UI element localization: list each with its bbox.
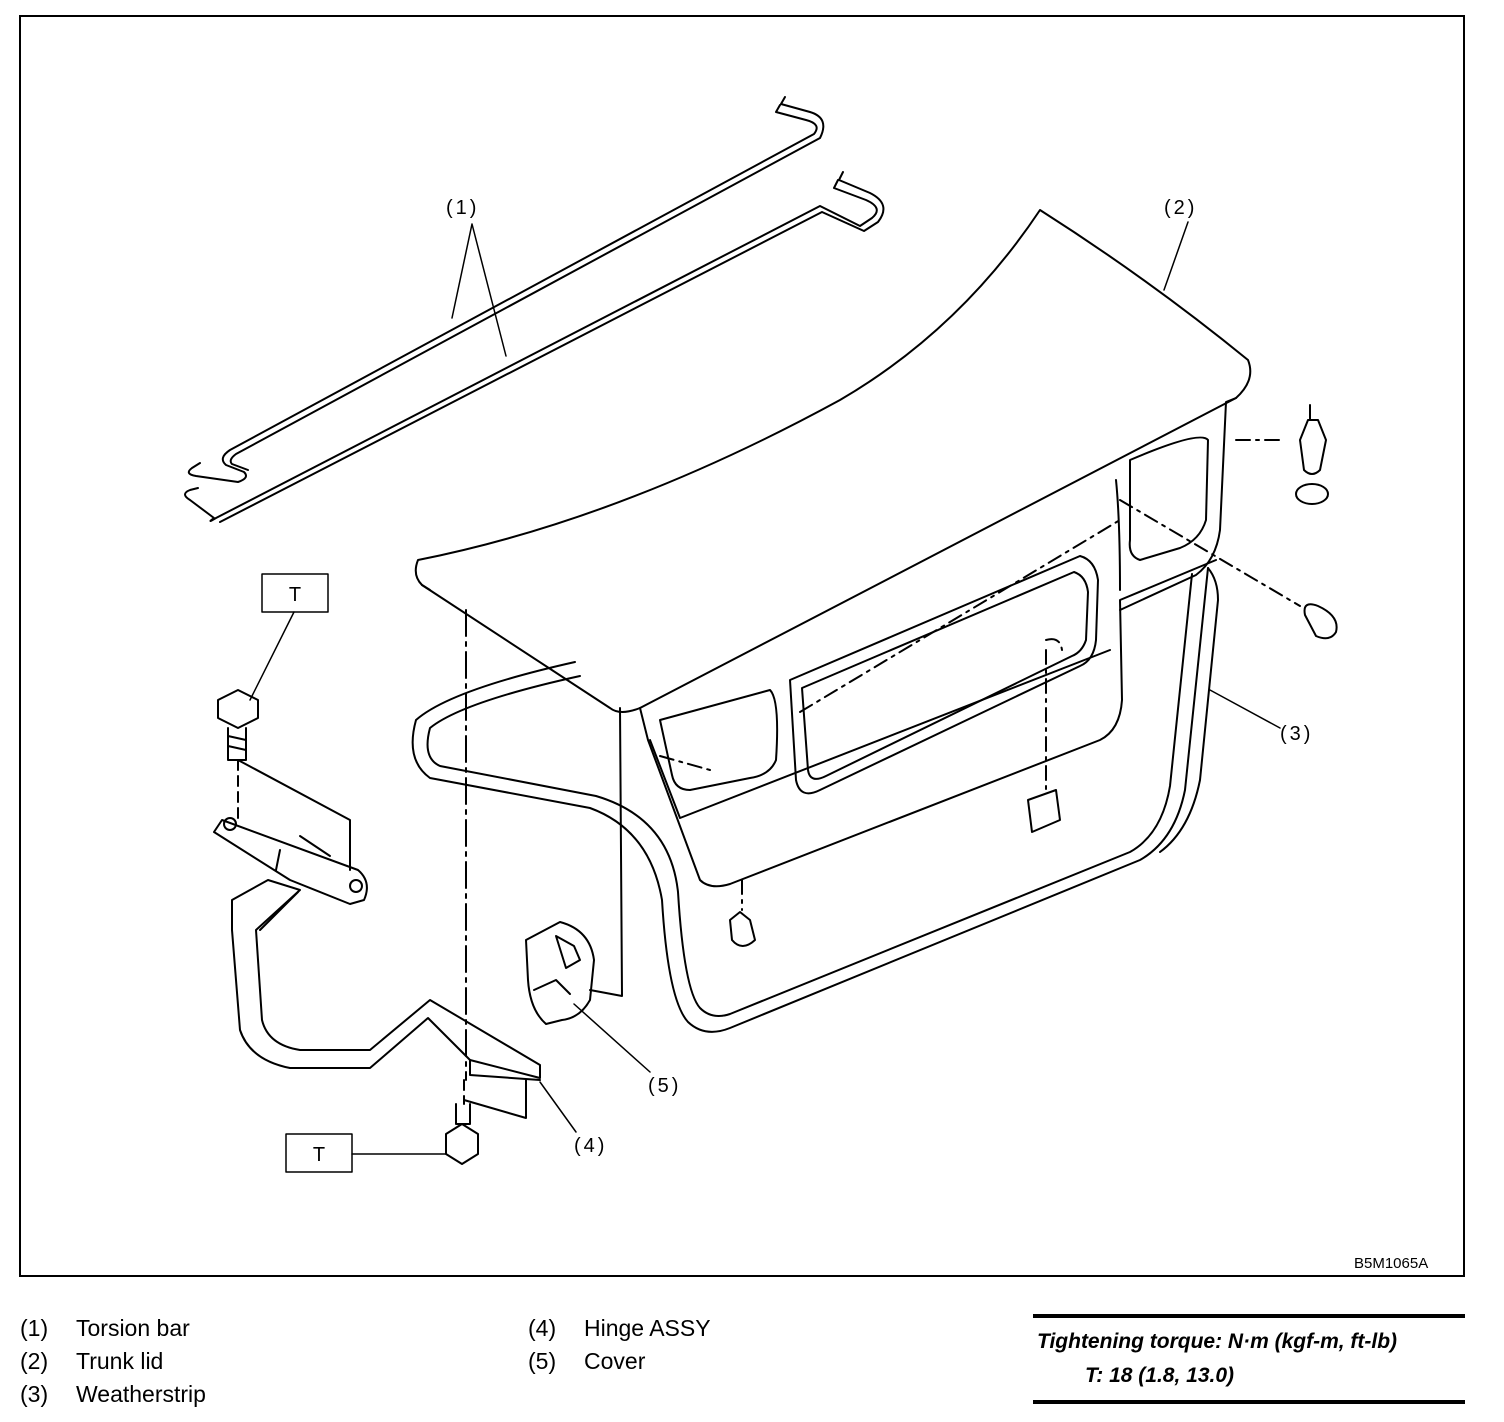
torsion-bar-lower xyxy=(184,171,885,523)
callout-1: (1) xyxy=(446,197,479,219)
lid-bumper-right xyxy=(1235,404,1329,505)
legend-name: Weatherstrip xyxy=(76,1381,206,1407)
legend-number: (2) xyxy=(20,1348,49,1374)
legend-item: (5) Cover xyxy=(528,1345,711,1378)
callout-2: (2) xyxy=(1164,197,1197,219)
legend-name: Hinge ASSY xyxy=(584,1315,711,1341)
legend-number: (4) xyxy=(528,1315,557,1341)
legend-item: (1) Torsion bar xyxy=(20,1312,206,1345)
torsion-bar-upper xyxy=(187,96,825,483)
torque-value: T: 18 (1.8, 13.0) xyxy=(1085,1364,1235,1387)
legend-item: (4) Hinge ASSY xyxy=(528,1312,711,1345)
legend-name: Trunk lid xyxy=(76,1348,164,1374)
callout-3: (3) xyxy=(1280,723,1313,745)
diagram-frame xyxy=(19,15,1465,1277)
figure-code: B5M1065A xyxy=(1354,1255,1428,1272)
grommet xyxy=(1119,499,1338,640)
legend-column-right: (4) Hinge ASSY (5) Cover xyxy=(528,1312,711,1378)
lid-bumper-lower xyxy=(729,879,756,947)
hinge-bolt-lower xyxy=(445,1079,527,1165)
hinge-bolt-upper xyxy=(217,689,351,871)
trunk-lid xyxy=(414,209,1252,888)
torque-marker-lower: T xyxy=(285,1133,353,1173)
weatherstrip xyxy=(411,567,1219,1033)
hinge-assy xyxy=(213,817,541,1081)
torque-heading: Tightening torque: N·m (kgf-m, ft-lb) xyxy=(1037,1330,1398,1353)
leader-lines xyxy=(249,221,1281,1155)
legend-number: (1) xyxy=(20,1315,49,1341)
torque-marker-upper: T xyxy=(261,573,329,613)
torque-marker-upper-label: T xyxy=(289,584,301,606)
legend-column-left: (1) Torsion bar (2) Trunk lid (3) Weathe… xyxy=(20,1312,206,1411)
striker-bracket xyxy=(1027,638,1063,833)
cover xyxy=(525,921,595,1025)
legend-number: (3) xyxy=(20,1381,49,1407)
callout-4: (4) xyxy=(574,1135,607,1157)
torque-marker-lower-label: T xyxy=(313,1144,325,1166)
legend-name: Torsion bar xyxy=(76,1315,190,1341)
callout-5: (5) xyxy=(648,1075,681,1097)
legend-item: (3) Weatherstrip xyxy=(20,1378,206,1411)
legend-number: (5) xyxy=(528,1348,557,1374)
torque-spec-box: Tightening torque: N·m (kgf-m, ft-lb) T:… xyxy=(1033,1314,1465,1404)
legend-item: (2) Trunk lid xyxy=(20,1345,206,1378)
trunk-lid-exploded-diagram: T T (1) (2) (3) (4) (5) B5M1065A xyxy=(184,96,1428,1272)
legend-name: Cover xyxy=(584,1348,646,1374)
